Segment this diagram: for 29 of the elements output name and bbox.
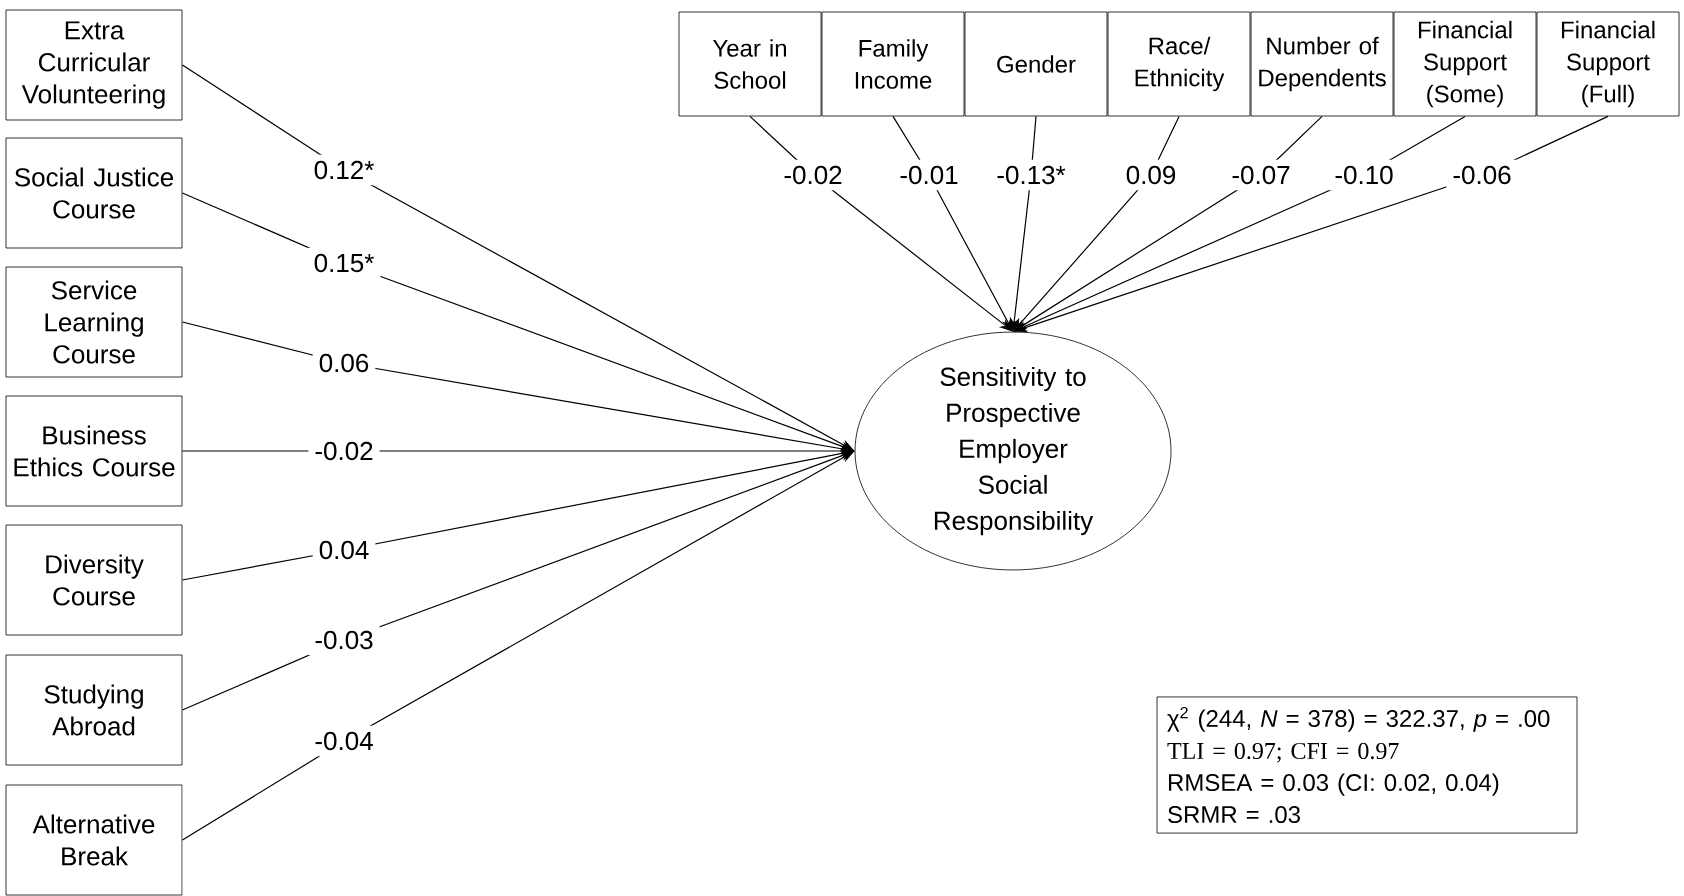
edge-label: -0.10 <box>1328 159 1400 191</box>
variable-box: Number of Dependents <box>1250 11 1394 117</box>
variable-box: Alternative Break <box>5 784 183 896</box>
edge-label: -0.02 <box>308 435 380 467</box>
edge-label: 0.09 <box>1119 159 1183 191</box>
edge-label: -0.03 <box>308 624 380 656</box>
variable-box: Service Learning Course <box>5 266 183 378</box>
variable-box: Financial Support (Full) <box>1536 11 1680 117</box>
edge-label: 0.06 <box>312 347 376 379</box>
variable-box: Financial Support (Some) <box>1393 11 1537 117</box>
edge-label: -0.13* <box>990 159 1072 191</box>
variable-box: Business Ethics Course <box>5 395 183 507</box>
edge-label: -0.01 <box>893 159 965 191</box>
fit-statistics-box: χ$^{2}$ (244, N = 378) = 322.37, p = .00 TLI = 0.97; CFI = 0.97 RMSEA = 0.03 (CI: 0.02, 0.04) SRMR = .03 <box>1156 696 1578 834</box>
edge-label: 0.12* <box>307 154 381 186</box>
variable-box: Studying Abroad <box>5 654 183 766</box>
variable-box: Extra Curricular Volunteering <box>5 9 183 121</box>
variable-box: Family Income <box>821 11 965 117</box>
variable-box: Gender <box>964 11 1108 117</box>
variable-box: Social Justice Course <box>5 137 183 249</box>
variable-box: Diversity Course <box>5 524 183 636</box>
variable-box: Year in School <box>678 11 822 117</box>
edge-label: -0.07 <box>1225 159 1297 191</box>
edge-label: 0.04 <box>312 534 376 566</box>
edge-label: -0.04 <box>308 725 380 757</box>
edge-label: -0.02 <box>777 159 849 191</box>
variable-box: Race/ Ethnicity <box>1107 11 1251 117</box>
edge-label: 0.15* <box>307 247 381 279</box>
edge-label: -0.06 <box>1446 159 1518 191</box>
